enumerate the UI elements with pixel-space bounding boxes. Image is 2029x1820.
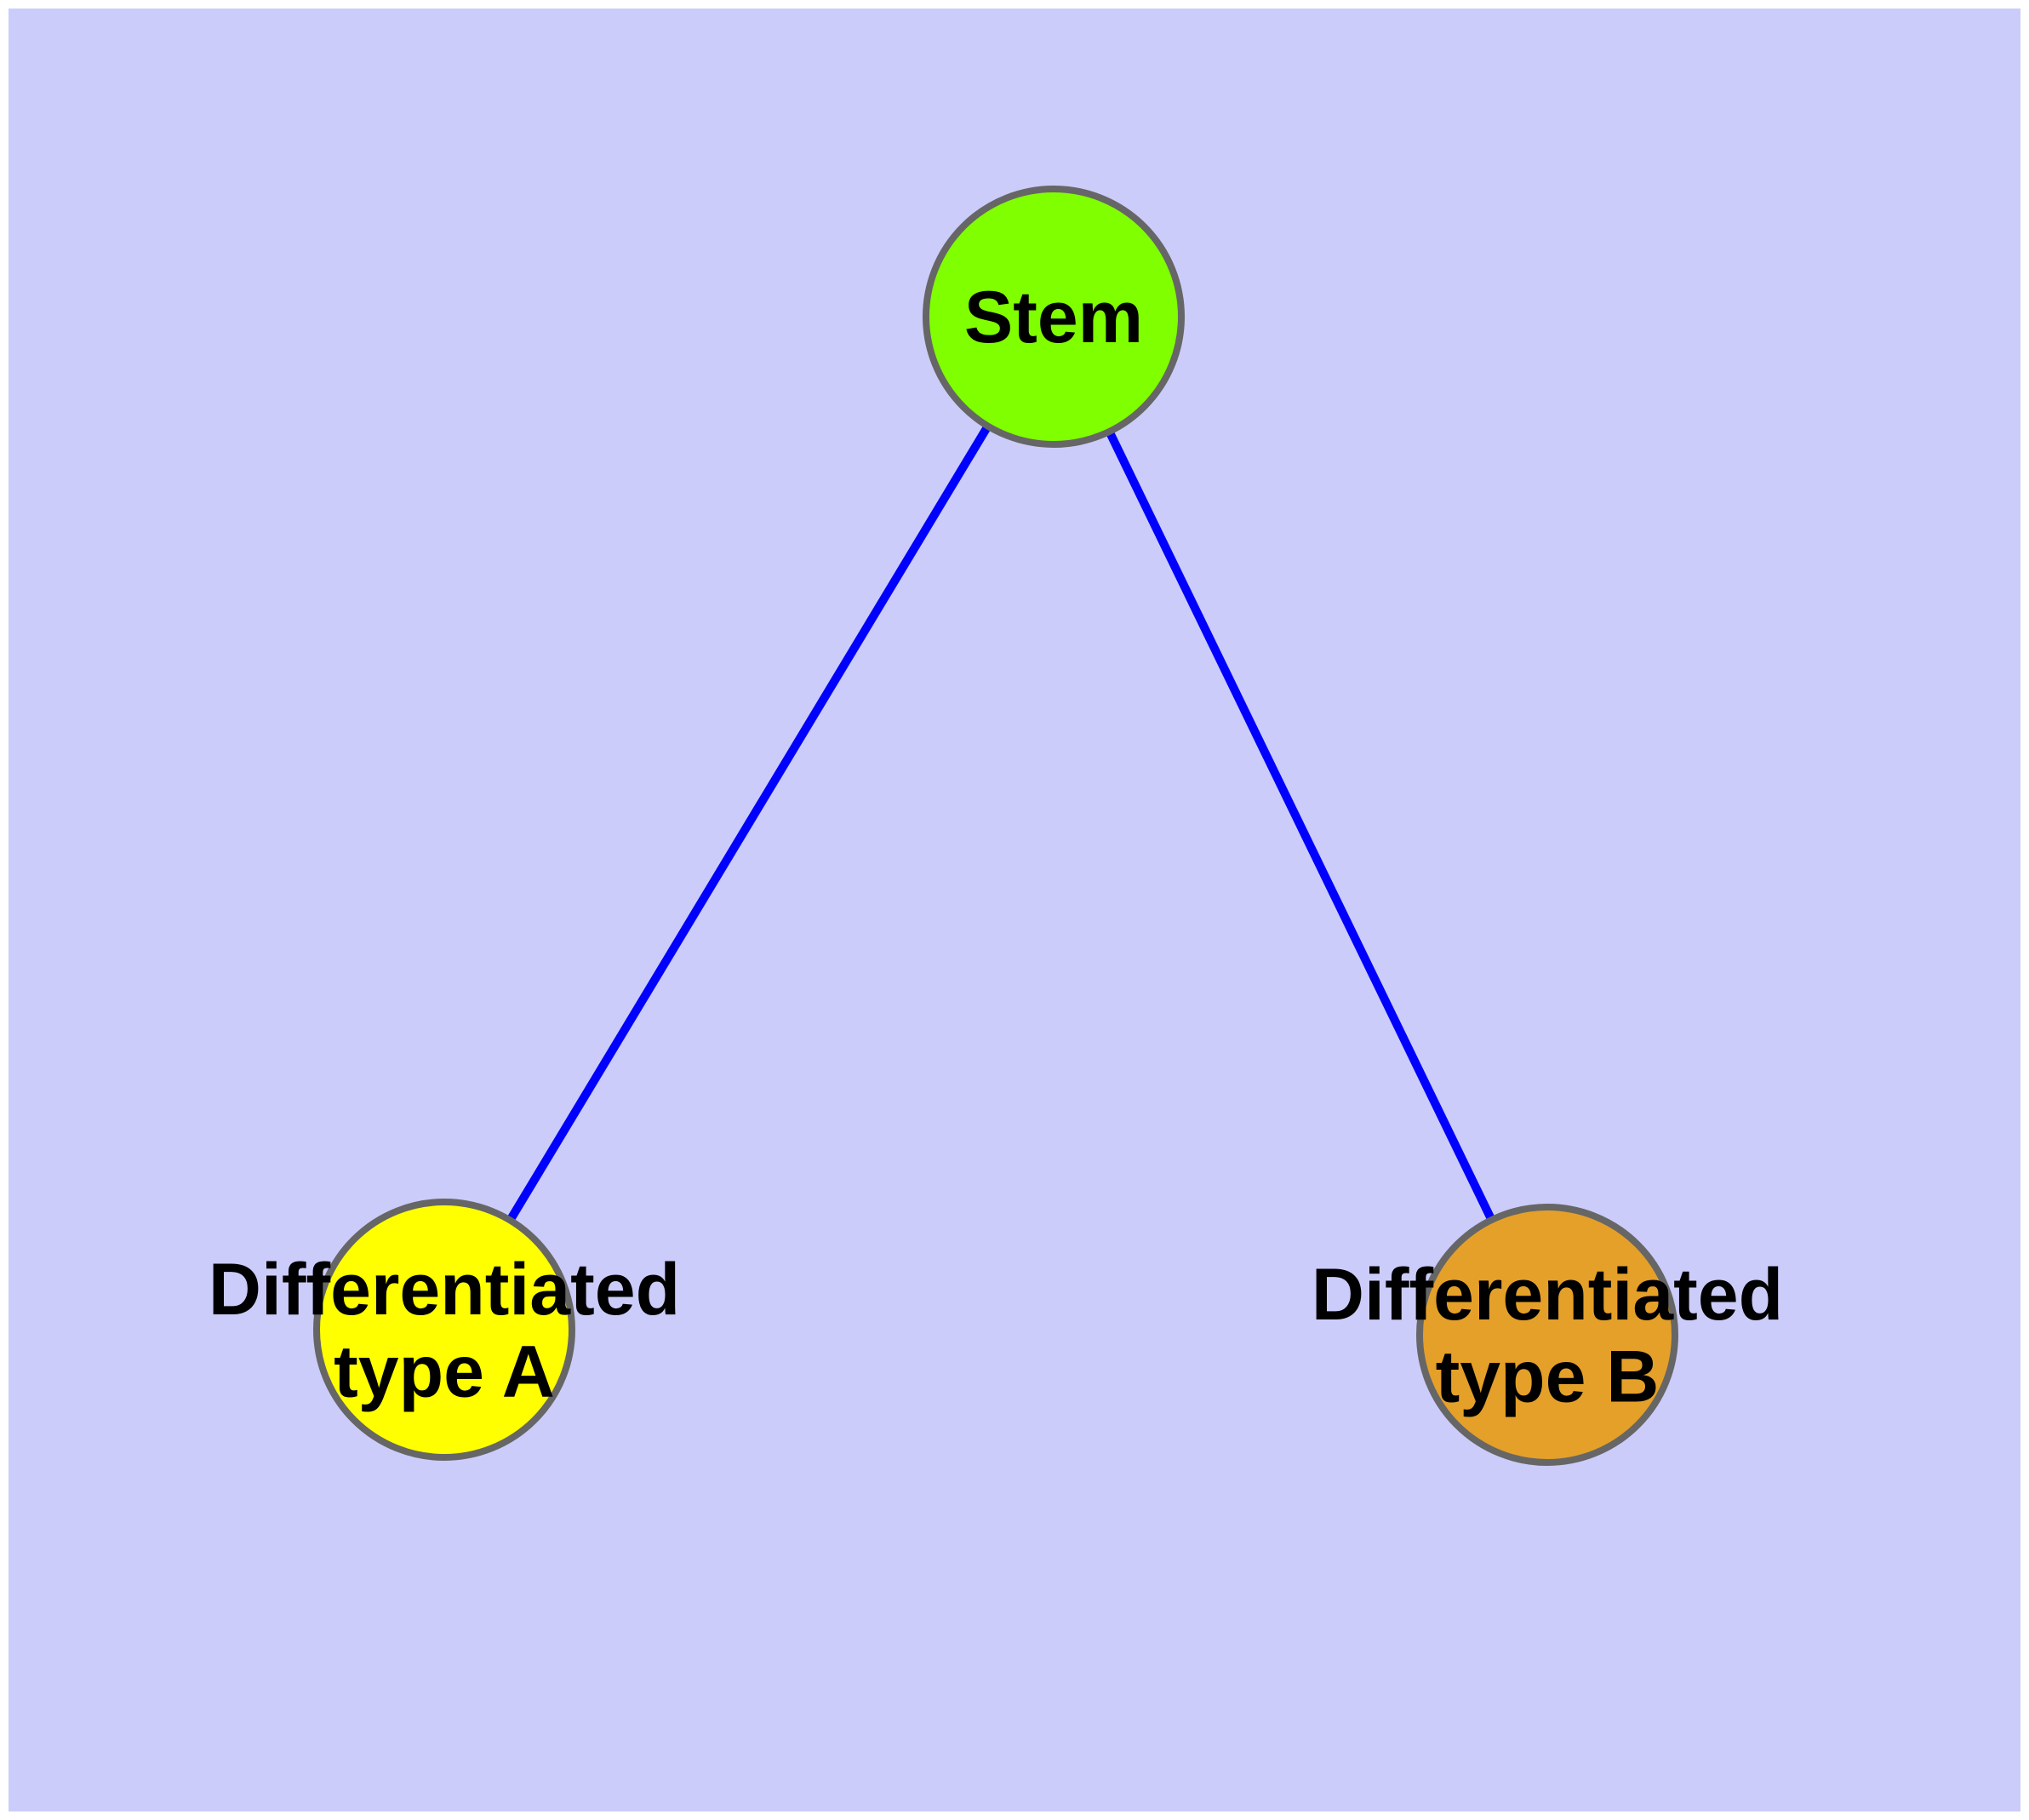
node-label-line: type B xyxy=(1436,1336,1660,1417)
node-circle-diff_a[interactable] xyxy=(313,1199,575,1461)
node-label-line: type A xyxy=(334,1331,555,1412)
node-label-line: Differentiated xyxy=(1312,1254,1783,1336)
edges-group xyxy=(506,423,1496,1223)
graph-edge-stem-to-diff-b[interactable] xyxy=(1105,429,1496,1222)
node-label-line: Stem xyxy=(964,277,1143,358)
graph-node-stem[interactable]: Stem xyxy=(923,186,1185,448)
node-circle-diff_b[interactable] xyxy=(1416,1204,1678,1466)
node-label-line: Differentiated xyxy=(209,1249,680,1331)
node-label-stem: Stem xyxy=(964,277,1143,358)
node-circle-stem[interactable] xyxy=(923,186,1185,448)
graph-edge-stem-to-diff-a[interactable] xyxy=(506,423,992,1223)
